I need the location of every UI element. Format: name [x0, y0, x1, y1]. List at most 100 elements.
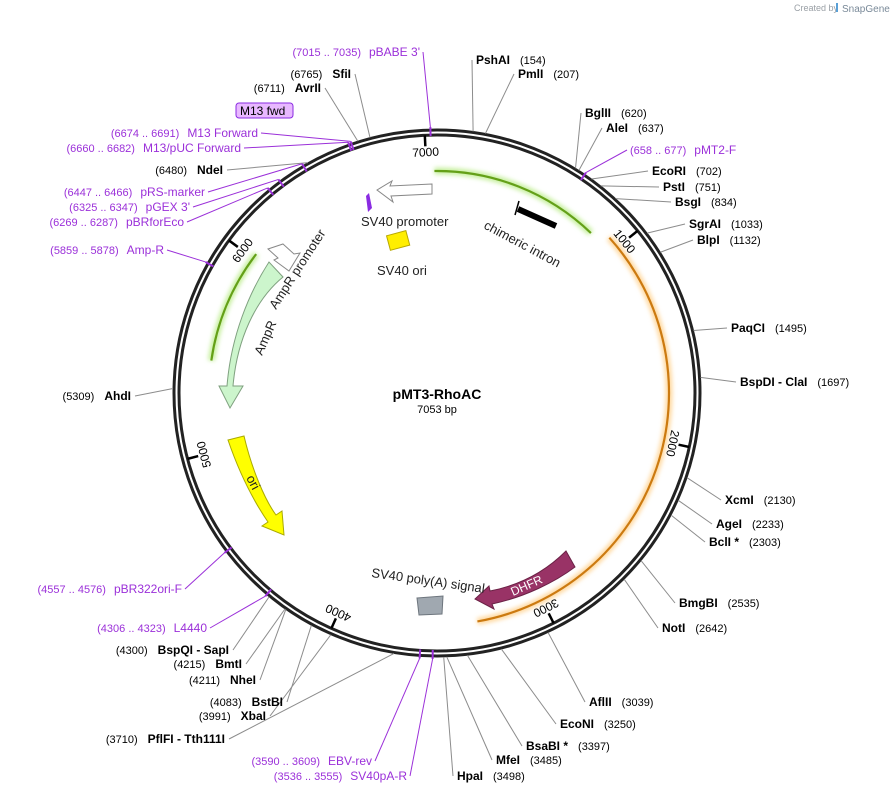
tick-label: 7000 — [412, 145, 440, 160]
enzyme-label-pflfi-tth111i[interactable]: (3710)PflFI - Tth111I — [106, 732, 225, 746]
enzyme-label-sfii[interactable]: (6765)SfiI — [291, 67, 351, 81]
enzyme-labels: PshAI(154)PmlI(207) BglII(620)AleI(637) Ec… — [63, 53, 850, 783]
primer-mark — [205, 261, 214, 268]
enzyme-label-ecori[interactable]: EcoRI(702) — [652, 164, 722, 178]
enzyme-label-pmli[interactable]: PmlI(207) — [518, 67, 579, 81]
ampr-promoter-feature[interactable] — [267, 243, 301, 272]
enzyme-label-bsgi[interactable]: BsgI(834) — [675, 195, 737, 209]
enzyme-label-econi[interactable]: EcoNI(3250) — [560, 717, 636, 731]
enzyme-label-alei[interactable]: AleI(637) — [606, 121, 664, 135]
enzyme-connector — [228, 653, 395, 740]
sv40-polya-feature[interactable] — [416, 595, 444, 616]
enzyme-connectors — [134, 59, 737, 777]
dhfr-label: DHFR — [509, 572, 545, 598]
enzyme-label-aflii[interactable]: AflII(3039) — [589, 695, 653, 709]
enzyme-label-paqci[interactable]: PaqCI(1495) — [731, 321, 807, 335]
enzyme-label-sgrai[interactable]: SgrAI(1033) — [689, 217, 763, 231]
primer-label-pmt2-f[interactable]: (658 .. 677)pMT2-F — [630, 143, 736, 157]
primer-connector — [207, 163, 303, 193]
primer-mark — [266, 187, 275, 196]
primer-mark — [580, 172, 587, 181]
enzyme-connector — [591, 170, 649, 180]
primer-label-m13-puc-forward[interactable]: (6660 .. 6682)M13/pUC Forward — [66, 141, 241, 155]
enzyme-label-agei[interactable]: AgeI(2233) — [716, 517, 784, 531]
primer-connector — [192, 178, 279, 208]
enzyme-connector — [354, 73, 371, 138]
enzyme-connector — [700, 376, 737, 383]
tick-mark — [187, 454, 199, 461]
tick-mark — [330, 617, 338, 629]
primer-connector — [186, 187, 268, 223]
enzyme-label-bmgbi[interactable]: BmgBI(2535) — [679, 596, 759, 610]
enzyme-connector — [670, 514, 706, 543]
enzyme-connector — [623, 578, 659, 629]
chimeric-intron-orf-glow — [434, 167, 594, 236]
primer-mark — [223, 546, 233, 554]
ampr-feature[interactable] — [218, 261, 284, 410]
enzyme-label-bmti[interactable]: (4215)BmtI — [174, 657, 242, 671]
primer-connector — [422, 51, 431, 128]
enzyme-connector — [286, 625, 312, 703]
enzyme-label-nhei[interactable]: (4211)NheI — [189, 673, 256, 687]
primer-labels: (7015 .. 7035)pBABE 3' (658 .. 677)pMT2-F… — [37, 45, 736, 783]
primer-connector — [585, 149, 628, 174]
enzyme-label-noti[interactable]: NotI(2642) — [662, 621, 727, 635]
tick-mark — [547, 612, 555, 624]
primer-box-m13-fwd[interactable]: M13 fwd — [235, 102, 294, 119]
primer-label-prs-marker[interactable]: (6447 .. 6466)pRS-marker — [64, 185, 205, 199]
enzyme-connector — [615, 198, 672, 203]
primer-label-pgex-3[interactable]: (6325 .. 6347)pGEX 3' — [69, 200, 190, 214]
primer-label-pbrforeco[interactable]: (6269 .. 6287)pBRforEco — [49, 215, 184, 229]
enzyme-label-psti[interactable]: PstI(751) — [663, 180, 721, 194]
primer-label-amp-r[interactable]: (5859 .. 5878)Amp-R — [50, 243, 164, 257]
enzyme-label-hpai[interactable]: HpaI(3498) — [457, 769, 525, 783]
enzyme-label-bstbi[interactable]: (4083)BstBI — [210, 695, 283, 709]
primer-mark — [264, 588, 272, 597]
enzyme-label-ndei[interactable]: (6480)NdeI — [155, 163, 223, 177]
sv40-promoter-feature[interactable] — [376, 179, 433, 204]
enzyme-connector — [232, 596, 270, 651]
sv40-promoter-label: SV40 promoter — [361, 214, 449, 229]
tick-label: 5000 — [194, 440, 214, 470]
primer-label-pbabe-3[interactable]: (7015 .. 7035)pBABE 3' — [293, 45, 421, 59]
primer-label-sv40pa-r[interactable]: (3536 .. 3555)SV40pA-R — [274, 769, 408, 783]
enzyme-connector — [693, 327, 728, 332]
enzyme-connector — [578, 127, 603, 171]
ori-label: ori — [243, 472, 263, 492]
chimeric-intron-feature[interactable] — [516, 206, 558, 229]
primer-label-ebv-rev[interactable]: (3590 .. 3609)EBV-rev — [251, 754, 372, 768]
enzyme-label-xbai[interactable]: (3991)XbaI — [199, 709, 266, 723]
plasmid-name: pMT3-RhoAC — [393, 386, 482, 402]
enzyme-connector — [259, 609, 287, 681]
enzyme-connector — [547, 632, 586, 703]
tick-label: 4000 — [323, 601, 353, 625]
enzyme-label-xcmi[interactable]: XcmI(2130) — [725, 493, 795, 507]
sv40-ori-feature[interactable] — [385, 230, 411, 251]
tick-mark — [423, 135, 427, 147]
enzyme-label-pshai[interactable]: PshAI(154) — [476, 53, 546, 67]
enzyme-label-bcli[interactable]: BclI *(2303) — [709, 535, 781, 549]
primer-label-m13-forward[interactable]: (6674 .. 6691)M13 Forward — [111, 126, 258, 140]
ori-feature[interactable] — [227, 435, 285, 536]
scale-ticks — [187, 135, 690, 629]
dhfr-feature[interactable] — [474, 550, 576, 611]
enzyme-label-ahdi[interactable]: (5309)AhdI — [63, 389, 131, 403]
enzyme-connector — [134, 387, 174, 397]
primer-connector — [184, 552, 225, 590]
enzyme-label-mfei[interactable]: MfeI(3485) — [496, 753, 562, 767]
enzyme-connector — [471, 59, 474, 132]
primer-label-pbr322ori-f[interactable]: (4557 .. 4576)pBR322ori-F — [37, 582, 182, 596]
enzyme-connector — [575, 112, 582, 169]
ampr-orf-arc — [210, 253, 258, 361]
tick-mark — [228, 239, 239, 248]
primer-mark — [347, 141, 353, 152]
enzyme-label-blpi[interactable]: BlpI(1132) — [697, 233, 761, 247]
primer-connector — [209, 595, 266, 629]
enzyme-label-bspqi-sapi[interactable]: (4300)BspQI - SapI — [116, 643, 229, 657]
enzyme-label-bglii[interactable]: BglII(620) — [585, 106, 647, 120]
primer-label-l4440[interactable]: (4306 .. 4323)L4440 — [97, 621, 207, 635]
enzyme-label-bspdi-clai[interactable]: BspDI - ClaI(1697) — [740, 375, 849, 389]
enzyme-label-bsabi[interactable]: BsaBI *(3397) — [526, 739, 610, 753]
primer-mark — [349, 141, 355, 151]
enzyme-label-avrii[interactable]: (6711)AvrII — [254, 81, 321, 95]
